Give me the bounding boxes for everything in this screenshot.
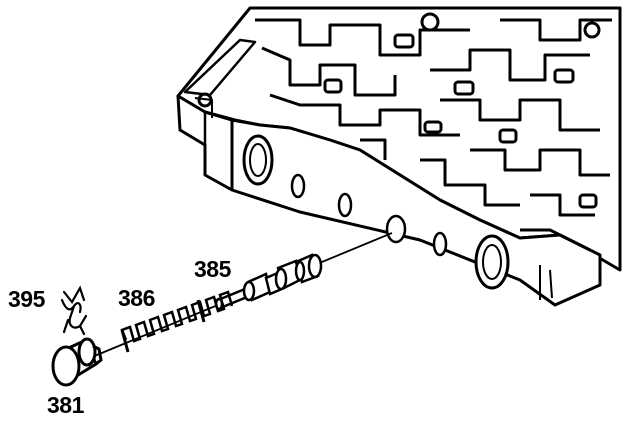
spring bbox=[120, 290, 234, 353]
front-bore bbox=[290, 173, 306, 199]
part-number-label-valve: 385 bbox=[194, 256, 231, 282]
part-number-label-retainer-clip: 395 bbox=[8, 286, 45, 312]
front-bore bbox=[474, 234, 510, 290]
part-number-label-bore-plug: 381 bbox=[47, 392, 84, 418]
front-bore bbox=[242, 134, 274, 186]
retainer-clip bbox=[60, 285, 88, 336]
valve-body-passages bbox=[197, 12, 612, 252]
front-bore bbox=[385, 214, 407, 244]
front-bore bbox=[337, 192, 353, 218]
bore-plug bbox=[51, 337, 103, 387]
front-bore bbox=[432, 231, 448, 257]
valve-spool bbox=[214, 253, 323, 311]
valve-body bbox=[176, 6, 622, 307]
part-number-label-spring: 386 bbox=[118, 285, 155, 311]
